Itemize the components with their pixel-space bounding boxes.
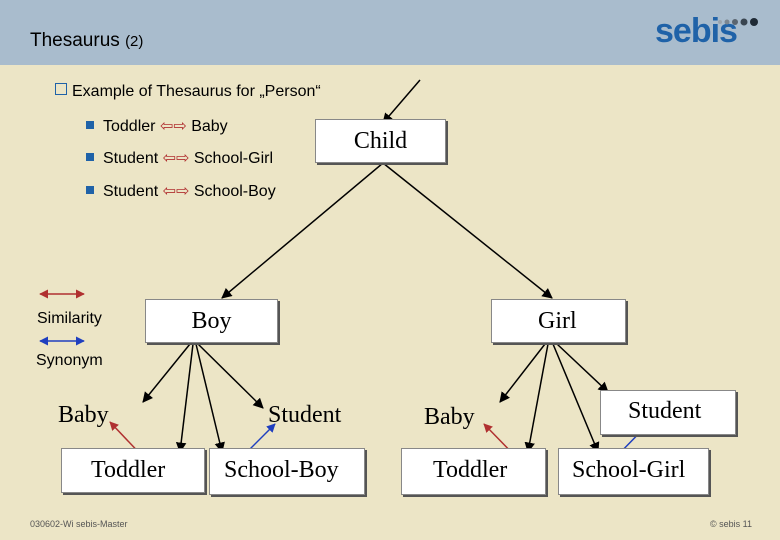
bullet-item: Student ⇦⇨ School-Boy: [86, 181, 276, 201]
title-suffix: (2): [125, 33, 144, 50]
node-schoolboy: School-Boy: [209, 448, 365, 495]
edge-child-girl: [382, 162, 553, 299]
node-student-girl: Student: [600, 390, 736, 435]
bullet-item: Student ⇦⇨ School-Girl: [86, 148, 273, 168]
footer-right: © sebis 11: [710, 519, 752, 529]
legend-similarity-label: Similarity: [37, 310, 102, 327]
node-baby-boy: Baby: [58, 402, 109, 428]
edge-boy-student: [197, 343, 264, 409]
node-baby-girl: Baby: [424, 404, 475, 430]
bidirectional-arrow-icon: ⇦⇨: [159, 118, 187, 135]
square-bullet-icon: [86, 121, 94, 129]
edge-boy-toddler: [175, 343, 194, 454]
slide-header: Thesaurus (2) sebis: [0, 0, 780, 65]
edge-girl-baby: [499, 343, 546, 403]
edge-boy-baby: [142, 343, 191, 403]
edge-into-child: [382, 79, 421, 124]
node-schoolgirl: School-Girl: [558, 448, 709, 495]
square-bullet-icon: [86, 186, 94, 194]
node-girl: Girl: [491, 299, 626, 343]
sebis-logo: sebis: [655, 12, 738, 50]
node-toddler-girl: Toddler: [401, 448, 546, 495]
node-student-boy: Student: [268, 402, 342, 428]
intro-line: Example of Thesaurus for „Person“: [55, 83, 321, 101]
bullet-item: Toddler ⇦⇨ Baby: [86, 116, 228, 136]
square-bullet-icon: [86, 153, 94, 161]
edge-boy-schoolboy: [195, 343, 225, 454]
bidirectional-arrow-icon: ⇦⇨: [162, 150, 190, 167]
edge-girl-toddler: [524, 343, 549, 454]
intro-text: Example of Thesaurus for „Person“: [72, 83, 321, 100]
node-boy: Boy: [145, 299, 278, 343]
bidirectional-arrow-icon: ⇦⇨: [162, 183, 190, 200]
edge-girl-student: [556, 343, 609, 393]
node-child: Child: [315, 119, 446, 163]
footer-left: 030602-Wi sebis-Master: [30, 519, 128, 529]
edge-girl-schoolgirl: [552, 343, 600, 453]
edge-child-boy: [221, 162, 384, 299]
legend-synonym-label: Synonym: [36, 352, 103, 369]
slide-title: Thesaurus (2): [30, 30, 143, 52]
logo-dots-icon: [718, 18, 758, 26]
hollow-bullet-icon: [55, 83, 67, 95]
node-toddler-boy: Toddler: [61, 448, 205, 493]
title-main: Thesaurus: [30, 30, 120, 51]
